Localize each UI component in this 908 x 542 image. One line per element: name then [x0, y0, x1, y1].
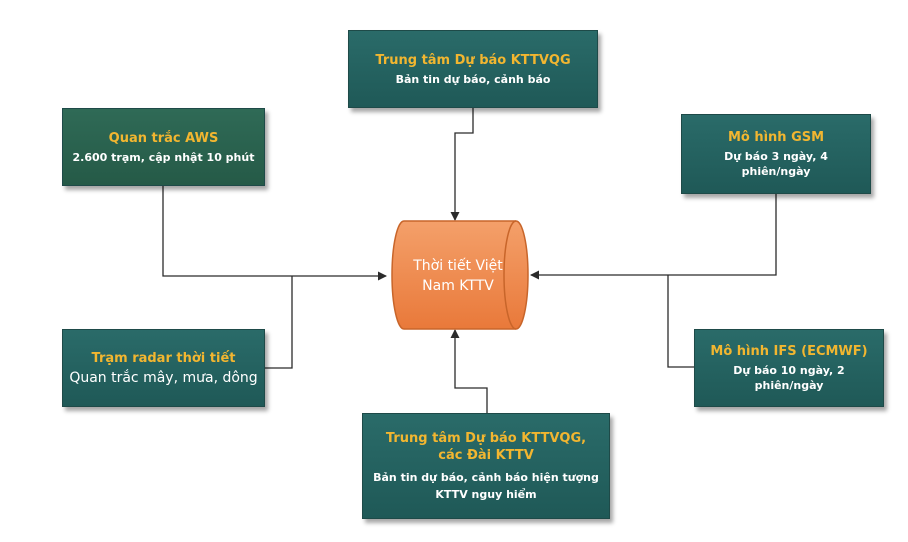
center-label-line1: Thời tiết Việt — [413, 258, 503, 274]
node-forecast-stations-title-line1: Trung tâm Dự báo KTTVQG, — [385, 431, 587, 446]
node-forecast-stations: Trung tâm Dự báo KTTVQG, các Đài KTTV Bả… — [362, 413, 610, 519]
node-ifs-subtitle: Dự báo 10 ngày, 2 phiên/ngày — [733, 364, 845, 392]
connector-top — [450, 108, 474, 221]
center-cylinder — [391, 220, 529, 330]
node-radar-subtitle: Quan trắc mây, mưa, dông — [69, 369, 258, 386]
center-label-line2: Nam KTTV — [422, 278, 494, 294]
node-forecast-center: Trung tâm Dự báo KTTVQG Bản tin dự báo, … — [348, 30, 598, 108]
node-radar: Trạm radar thời tiết Quan trắc mây, mưa,… — [62, 329, 265, 407]
center-node-label: Thời tiết Việt Nam KTTV — [388, 222, 528, 330]
node-forecast-stations-title-line2: các Đài KTTV — [438, 448, 534, 463]
node-gsm-title: Mô hình GSM — [727, 130, 825, 145]
node-aws-title: Quan trắc AWS — [108, 130, 219, 146]
connector-aws — [162, 186, 387, 281]
node-ifs: Mô hình IFS (ECMWF) Dự báo 10 ngày, 2 ph… — [694, 329, 884, 407]
node-forecast-center-subtitle: Bản tin dự báo, cảnh báo — [395, 72, 551, 86]
connector-bottom — [450, 329, 488, 413]
node-forecast-stations-subtitle-line1: Bản tin dự báo, cảnh báo hiện tượng — [373, 471, 599, 484]
connector-ifs — [667, 275, 694, 368]
node-aws: Quan trắc AWS 2.600 trạm, cập nhật 10 ph… — [62, 108, 265, 186]
node-gsm-subtitle: Dự báo 3 ngày, 4 phiên/ngày — [724, 150, 828, 178]
node-ifs-title: Mô hình IFS (ECMWF) — [710, 344, 868, 359]
node-forecast-stations-subtitle-line2: KTTV nguy hiểm — [435, 488, 537, 501]
node-forecast-center-title: Trung tâm Dự báo KTTVQG — [375, 52, 571, 68]
node-gsm: Mô hình GSM Dự báo 3 ngày, 4 phiên/ngày — [681, 114, 871, 194]
node-aws-subtitle: 2.600 trạm, cập nhật 10 phút — [72, 150, 255, 164]
connector-radar — [265, 276, 293, 369]
connector-gsm — [530, 194, 777, 280]
node-radar-title: Trạm radar thời tiết — [91, 350, 236, 366]
